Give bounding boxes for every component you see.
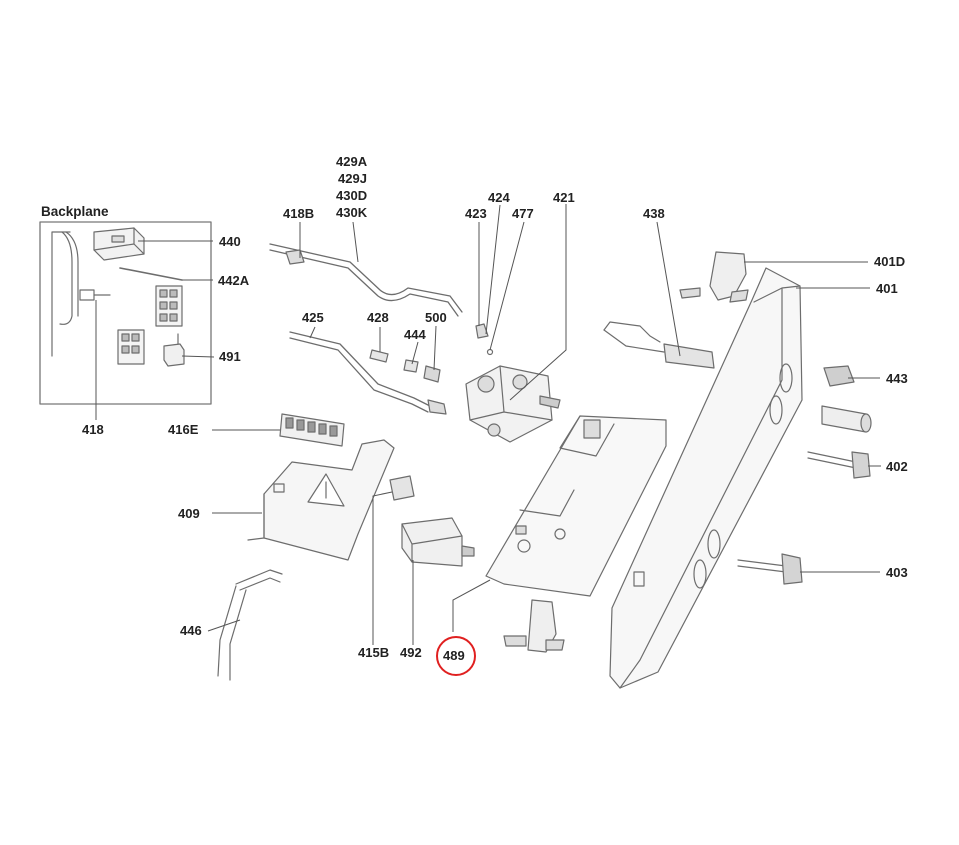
label-440: 440: [219, 234, 241, 249]
leader-lines: [95, 204, 881, 645]
part-401D-bracket: [679, 251, 749, 303]
label-500: 500: [425, 310, 447, 325]
part-489-control-board: [485, 415, 667, 597]
label-418B: 418B: [283, 206, 315, 221]
label-443: 443: [886, 371, 908, 386]
backplane-inset-frame: [39, 221, 212, 405]
part-415B-connector: [389, 475, 415, 501]
part-438-igniter: [603, 321, 715, 369]
label-491: 491: [219, 349, 241, 364]
part-429-tube: [269, 243, 463, 317]
label-409: 409: [178, 506, 200, 521]
knob-sleeve: [821, 405, 872, 433]
part-500-fitting: [423, 365, 441, 383]
label-421: 421: [553, 190, 575, 205]
label-415B: 415B: [358, 645, 390, 660]
label-418: 418: [82, 422, 104, 437]
label-438: 438: [643, 206, 665, 221]
label-446: 446: [180, 623, 202, 638]
label-416E: 416E: [168, 422, 199, 437]
part-492-module: [401, 517, 475, 567]
label-444: 444: [404, 327, 426, 342]
label-429J: 429J: [338, 171, 367, 186]
part-403-knob: [737, 553, 803, 585]
part-442A-wire: [119, 267, 183, 281]
part-416E-terminal-block: [279, 413, 345, 447]
part-401-housing: [609, 267, 803, 689]
part-425-tube: [289, 331, 447, 415]
label-430D: 430D: [336, 188, 368, 203]
label-477: 477: [512, 206, 534, 221]
label-403: 403: [886, 565, 908, 580]
part-443-knob-cap: [823, 365, 855, 387]
label-401: 401: [876, 281, 898, 296]
part-421-gas-valve: [465, 323, 561, 443]
backplane-title: Backplane: [41, 204, 109, 219]
bracket-lower: [503, 599, 565, 653]
part-428-fitting: [369, 349, 389, 363]
label-429A: 429A: [336, 154, 368, 169]
part-409-cover: [247, 439, 395, 561]
part-491-relay: [163, 333, 185, 367]
label-425: 425: [302, 310, 324, 325]
part-402-knob: [807, 451, 871, 479]
label-423: 423: [465, 206, 487, 221]
highlight-circle-489: [436, 636, 476, 676]
label-401D: 401D: [874, 254, 906, 269]
part-444-fitting: [403, 359, 419, 373]
label-402: 402: [886, 459, 908, 474]
label-442A: 442A: [218, 273, 250, 288]
label-492: 492: [400, 645, 422, 660]
backplane-terminals: [117, 285, 183, 365]
part-446-wires: [217, 569, 283, 681]
label-489: 489: [443, 648, 465, 663]
part-440-relay: [93, 227, 145, 261]
label-430K: 430K: [336, 205, 368, 220]
label-428: 428: [367, 310, 389, 325]
label-424: 424: [488, 190, 510, 205]
